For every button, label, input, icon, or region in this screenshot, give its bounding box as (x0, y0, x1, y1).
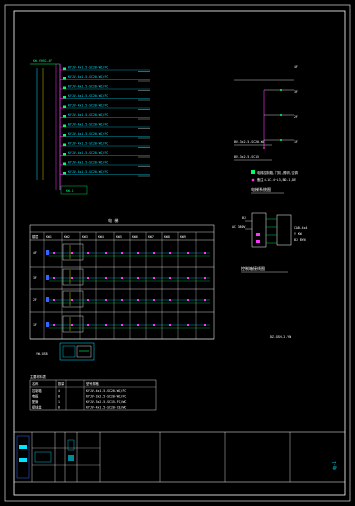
wiring-left-label-1: BJ (242, 216, 246, 220)
table-headers: 楼层 KW1 KW2 KW3 KW4 KW5 KW6 KW7 KW8 KW9 (32, 234, 186, 239)
riser-feeder-label: KYJV-4x1.5-SC20-WC/FC (68, 151, 108, 155)
material-table-title: 主要材料表 (30, 374, 47, 379)
material-qty: 8 (58, 406, 60, 410)
table-outline (29, 224, 215, 340)
small-note: DZ-GSH-2-YN (270, 335, 291, 339)
wiring-right-label-3: BJ BYN (294, 238, 306, 242)
material-header: 数量 (58, 381, 65, 386)
material-header: 型号规格 (86, 381, 100, 386)
table-column-header: KW1 (46, 235, 52, 239)
material-qty: 1 (58, 400, 60, 404)
equipment-box (59, 342, 95, 361)
riser-top-label: KW-YNSG-4F (33, 59, 52, 63)
legend-green-swatch (251, 170, 255, 174)
riser-feeder-label: KYJV-4x1.5-SC20-WC/FC (68, 161, 108, 165)
sys-floor-1f: 1F (294, 140, 298, 144)
riser-feeder-label: KYJV-4x1.5-SC20-WC/FC (68, 66, 108, 70)
drawing-number: 电-1 (331, 461, 337, 470)
legend-line-2: 备注:L1C-4~L3,BD-1,DE (257, 177, 296, 182)
table-column-header: KW4 (98, 235, 104, 239)
table-column-header: KW5 (116, 235, 122, 239)
sys-cable-label-2: BV-3x2.5-SC15 (234, 155, 259, 159)
riser-bottom-box (60, 185, 88, 195)
wiring-diagram-title: 控制箱接线图 (241, 265, 265, 271)
wiring-left-label-2: AC 380V (232, 225, 246, 229)
table-column-header: KW9 (180, 235, 186, 239)
table-footer-label: YW-GSB (36, 352, 48, 356)
sys-floor-3f: 3F (294, 90, 298, 94)
table-floor-label: 3F (33, 276, 37, 280)
table-columns (43, 232, 197, 339)
sys-floor-2f: 2F (294, 115, 298, 119)
riser-bottom-label: KW-1 (66, 189, 74, 193)
elevator-table: 电 梯 楼层 KW1 KW2 KW3 KW4 KW5 KW6 KW7 KW8 KW9 4F 3F 2F… (29, 217, 215, 361)
material-spec: KYJV-3x2.5-SC15-FC/WC (86, 400, 126, 404)
table-column-header: KW7 (148, 235, 154, 239)
table-floor-label: 1F (33, 323, 37, 327)
table-column-header: 楼层 (32, 234, 38, 239)
riser-diagram: KW-YNSG-4F KYJV-4x1.5-SC20-WC/FCKYJV-4x1… (30, 59, 150, 195)
table-column-header: KW2 (64, 235, 70, 239)
elevator-system-diagram: 4F 3F 2F 1F BV-3x2.5-SC20-WC BV-3x2.5-SC… (234, 65, 298, 194)
legend-magenta-dot (251, 178, 255, 182)
material-name: 配管 (32, 399, 38, 404)
riser-feeder-label: KYJV-4x1.5-SC20-WC/FC (68, 85, 108, 89)
material-spec: KYJV-4x1.5-SC20-CE/WC (86, 406, 126, 410)
riser-feeder-label: KYJV-4x1.5-SC20-WC/FC (68, 170, 108, 174)
legend-line-1: 电梯控制箱,门机,照明,空调 (257, 170, 298, 175)
riser-feeder-label: KYJV-4x1.5-SC20-WC/FC (68, 75, 108, 79)
sys-floor-4f: 4F (294, 65, 298, 69)
riser-feeder-label: KYJV-4x1.5-SC20-WC/FC (68, 113, 108, 117)
riser-feeder-label: KYJV-4x1.5-SC20-WC/FC (68, 123, 108, 127)
outer-frame (4, 4, 351, 502)
table-floor-label: 2F (33, 298, 37, 302)
material-header: 名称 (32, 381, 39, 386)
material-name: 控制箱 (32, 388, 42, 393)
wiring-right-label-1: CAB-4x4 (294, 226, 308, 230)
system-diagram-title: 电梯系统图 (251, 186, 271, 192)
material-name: 接线盒 (32, 405, 42, 410)
riser-feeder-label: KYJV-4x1.5-SC20-WC/FC (68, 132, 108, 136)
control-box-wiring: BJ AC 380V CAB-4x4 Y KW BJ BYN 控制箱接线图 (232, 212, 308, 273)
table-column-header: KW8 (164, 235, 170, 239)
table-floor-label: 4F (33, 251, 37, 255)
riser-feeder-label: KYJV-4x1.5-SC20-WC/FC (68, 104, 108, 108)
sys-cable-label-1: BV-3x2.5-SC20-WC (234, 140, 265, 144)
riser-feeder-rows: KYJV-4x1.5-SC20-WC/FC KYJV-4x1.5-SC20-WC/… (60, 66, 150, 177)
table-rows: 4F 3F 2F 1F (33, 243, 210, 333)
material-qty: 4 (58, 389, 60, 393)
table-column-header: KW6 (132, 235, 138, 239)
material-name: 电缆 (32, 394, 39, 399)
wiring-right-label-2: Y KW (294, 232, 302, 236)
material-spec: KYJV-3x2.5-SC20-WC/FC (86, 395, 126, 399)
material-spec: KYJV-4x1.5-SC20-WC/FC (86, 389, 126, 393)
table-column-header: KW3 (82, 235, 88, 239)
riser-feeder-label: KYJV-4x1.5-SC20-WC/FC (68, 94, 108, 98)
title-block: 电-1 (14, 431, 345, 483)
material-qty: 8 (58, 395, 60, 399)
inner-frame (13, 10, 346, 496)
riser-feeder-label: KYJV-4x1.5-SC20-WC/FC (68, 142, 108, 146)
table-title: 电 梯 (108, 217, 118, 223)
